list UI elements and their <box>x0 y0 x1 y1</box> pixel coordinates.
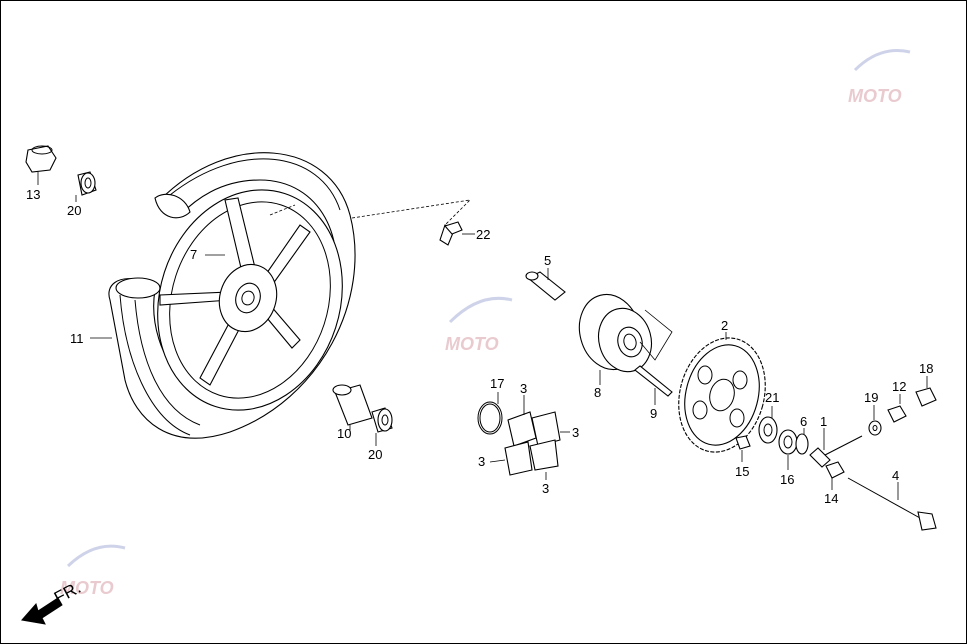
label-16: 16 <box>780 472 794 487</box>
part-22-valve <box>269 199 475 246</box>
front-direction-arrow: FR. <box>21 578 84 625</box>
label-20: 20 <box>368 447 382 462</box>
part-18-cap-nut <box>915 376 937 407</box>
part-5-collar <box>525 268 566 301</box>
part-14-nut <box>825 461 845 490</box>
label-9: 9 <box>650 406 657 421</box>
part-9-pin <box>634 365 673 405</box>
part-19-washer <box>868 405 882 436</box>
label-1: 1 <box>820 414 827 429</box>
label-13: 13 <box>26 187 40 202</box>
label-11: 11 <box>70 331 84 346</box>
label-14: 14 <box>824 491 838 506</box>
part-6-seal <box>795 428 809 455</box>
label-3: 3 <box>478 454 485 469</box>
watermark-bottom-left: MOTO <box>60 544 126 598</box>
part-10-spacer <box>332 384 373 430</box>
part-20-bearing-top <box>75 171 97 202</box>
part-15-nut <box>735 435 751 462</box>
label-7: 7 <box>190 247 197 262</box>
label-6: 6 <box>800 414 807 429</box>
label-8: 8 <box>594 385 601 400</box>
label-21: 21 <box>765 390 779 405</box>
label-18: 18 <box>919 361 933 376</box>
label-12: 12 <box>892 379 906 394</box>
label-5: 5 <box>544 253 551 268</box>
part-3-dampers <box>489 395 570 480</box>
label-22: 22 <box>476 227 490 242</box>
part-4-axle <box>847 477 937 531</box>
part-13-nut <box>25 145 57 185</box>
label-3: 3 <box>572 425 579 440</box>
part-8-sprocket-hub <box>578 293 673 385</box>
label-15: 15 <box>735 464 749 479</box>
label-3: 3 <box>542 481 549 496</box>
label-20: 20 <box>67 203 81 218</box>
part-16-collar <box>778 429 798 470</box>
part-1-adjuster <box>809 428 863 468</box>
watermark-text: MOTO <box>848 86 902 106</box>
watermark-top-right: MOTO <box>848 49 911 106</box>
watermark-text: MOTO <box>445 334 499 354</box>
watermark-center: MOTO <box>445 296 513 354</box>
label-17: 17 <box>490 376 504 391</box>
wheel-rim <box>157 189 343 411</box>
part-21-bearing <box>758 406 778 444</box>
label-3: 3 <box>520 381 527 396</box>
part-12-nut <box>887 394 907 423</box>
part-20-bearing-bottom <box>371 407 393 446</box>
label-4: 4 <box>892 468 899 483</box>
watermark-text: MOTO <box>60 578 114 598</box>
label-19: 19 <box>864 390 878 405</box>
label-10: 10 <box>337 426 351 441</box>
part-17-oring <box>477 392 503 435</box>
part-2-sprocket <box>678 332 766 453</box>
label-2: 2 <box>721 318 728 333</box>
